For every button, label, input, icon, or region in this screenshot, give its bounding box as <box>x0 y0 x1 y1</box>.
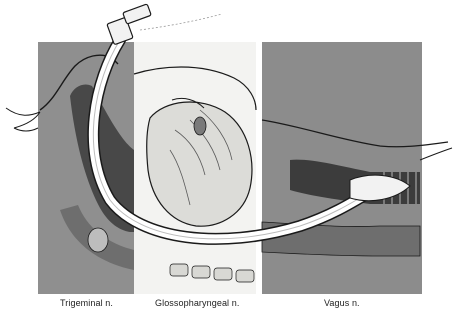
pilot-line <box>140 14 222 30</box>
glossopharyngeal-label: Glossopharyngeal n. <box>155 298 239 308</box>
hyoid-bone <box>88 228 108 252</box>
uvula <box>194 117 206 135</box>
lip-outline <box>6 108 40 131</box>
trigeminal-label: Trigeminal n. <box>60 298 113 308</box>
vagus-label: Vagus n. <box>324 298 360 308</box>
vagus-nerve-line <box>420 148 452 160</box>
tube-connector-icon <box>107 4 151 45</box>
